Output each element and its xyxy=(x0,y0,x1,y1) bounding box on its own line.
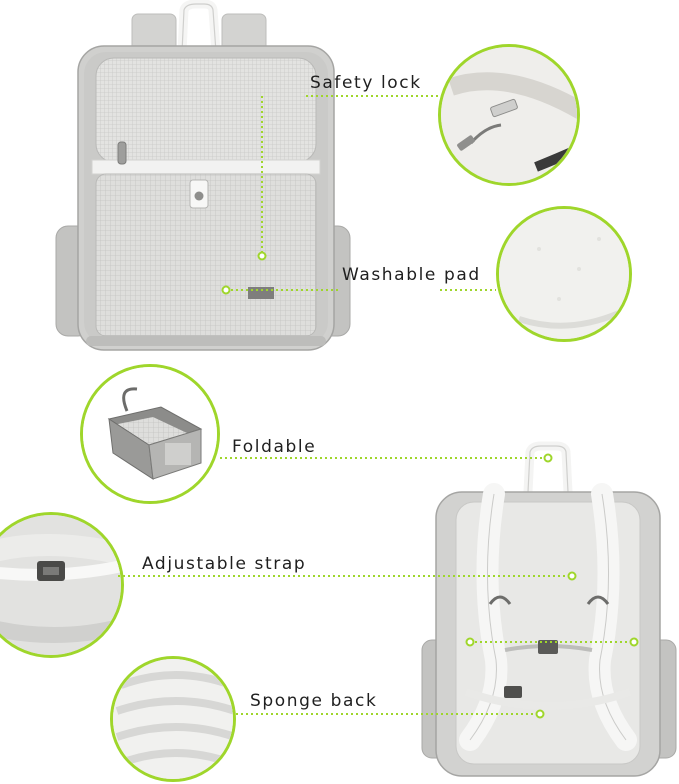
safety-lock-detail-image xyxy=(438,44,580,186)
foldable-label: Foldable xyxy=(232,437,317,457)
adjustable-strap-label: Adjustable strap xyxy=(142,554,307,574)
safety-lock-clip-icon xyxy=(441,47,577,183)
foldable-callout-dot xyxy=(543,453,553,463)
washable-pad-label: Washable pad xyxy=(342,265,481,285)
sponge-back-detail-image xyxy=(110,656,236,782)
adjustable-strap-detail-image xyxy=(0,512,124,658)
chest-strap-dot-left xyxy=(465,637,475,647)
safety-lock-label: Safety lock xyxy=(310,73,422,93)
washable-pad-detail-image xyxy=(496,206,632,342)
chest-strap-dot-right xyxy=(629,637,639,647)
sponge-back-label: Sponge back xyxy=(250,691,378,711)
foldable-detail-image xyxy=(80,364,220,504)
fleece-pad-texture xyxy=(499,209,629,339)
adjustable-strap-callout-dot xyxy=(567,571,577,581)
safety-lock-callout-dot xyxy=(257,251,267,261)
folded-carrier-icon xyxy=(83,367,217,501)
washable-pad-callout-dot xyxy=(221,285,231,295)
sponge-back-callout-dot xyxy=(535,709,545,719)
